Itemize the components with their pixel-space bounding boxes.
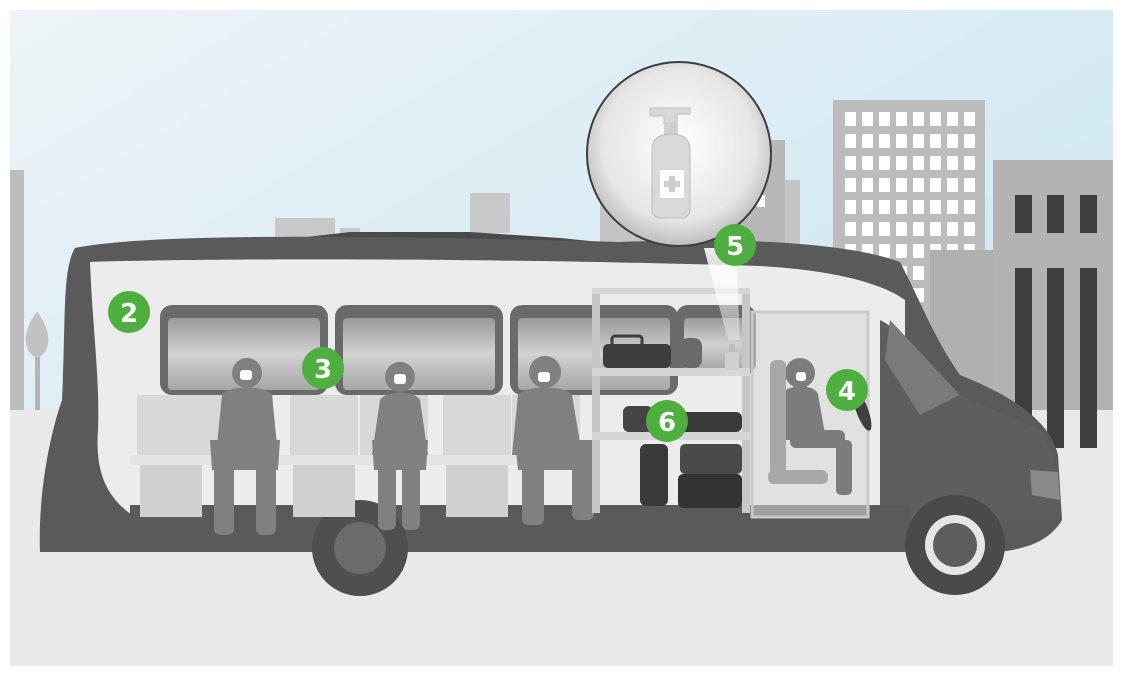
- svg-text:3: 3: [314, 355, 332, 385]
- building-window: [947, 200, 958, 214]
- building-window: [964, 156, 975, 170]
- building-window: [930, 200, 941, 214]
- building-window: [947, 222, 958, 236]
- svg-text:4: 4: [838, 377, 856, 407]
- building-window: [862, 200, 873, 214]
- front-wheel: [905, 495, 1005, 595]
- building-window: [896, 200, 907, 214]
- building-window: [862, 134, 873, 148]
- building-window: [862, 156, 873, 170]
- building-window: [879, 134, 890, 148]
- building-window: [930, 112, 941, 126]
- building-window: [947, 112, 958, 126]
- building-window: [913, 178, 924, 192]
- marker-2: 2: [108, 291, 150, 333]
- building-window: [947, 134, 958, 148]
- building-window: [964, 134, 975, 148]
- building-window: [896, 222, 907, 236]
- building-window: [896, 156, 907, 170]
- building-window: [930, 156, 941, 170]
- marker-4: 4: [826, 369, 868, 411]
- building-window: [947, 156, 958, 170]
- building-window: [913, 222, 924, 236]
- driver-area: [752, 312, 875, 517]
- building-window: [930, 222, 941, 236]
- building-window: [845, 112, 856, 126]
- building-window: [845, 178, 856, 192]
- building-window: [896, 134, 907, 148]
- building-window: [964, 222, 975, 236]
- building-window: [913, 112, 924, 126]
- building-window: [913, 200, 924, 214]
- building-window: [930, 134, 941, 148]
- building-window: [896, 112, 907, 126]
- building-window: [862, 222, 873, 236]
- building-window: [862, 178, 873, 192]
- building-window: [964, 178, 975, 192]
- building-window: [845, 134, 856, 148]
- building-window: [913, 134, 924, 148]
- building-window: [879, 244, 890, 258]
- building-window: [845, 222, 856, 236]
- building-window: [896, 178, 907, 192]
- building-window: [896, 244, 907, 258]
- building-window: [879, 156, 890, 170]
- building-window: [845, 156, 856, 170]
- building-window: [879, 222, 890, 236]
- marker-5: 5: [714, 224, 756, 266]
- svg-text:6: 6: [658, 408, 676, 438]
- svg-text:2: 2: [120, 299, 138, 329]
- building-window: [879, 200, 890, 214]
- building-window: [913, 266, 924, 280]
- svg-text:5: 5: [726, 232, 744, 262]
- building-window: [947, 178, 958, 192]
- building-window: [913, 156, 924, 170]
- building-window: [964, 200, 975, 214]
- building-window: [879, 178, 890, 192]
- building-window: [862, 112, 873, 126]
- building-window: [879, 112, 890, 126]
- building-window: [845, 200, 856, 214]
- marker-3: 3: [302, 347, 344, 389]
- building-window: [913, 244, 924, 258]
- marker-6: 6: [646, 400, 688, 442]
- building-window: [964, 112, 975, 126]
- building-window: [930, 178, 941, 192]
